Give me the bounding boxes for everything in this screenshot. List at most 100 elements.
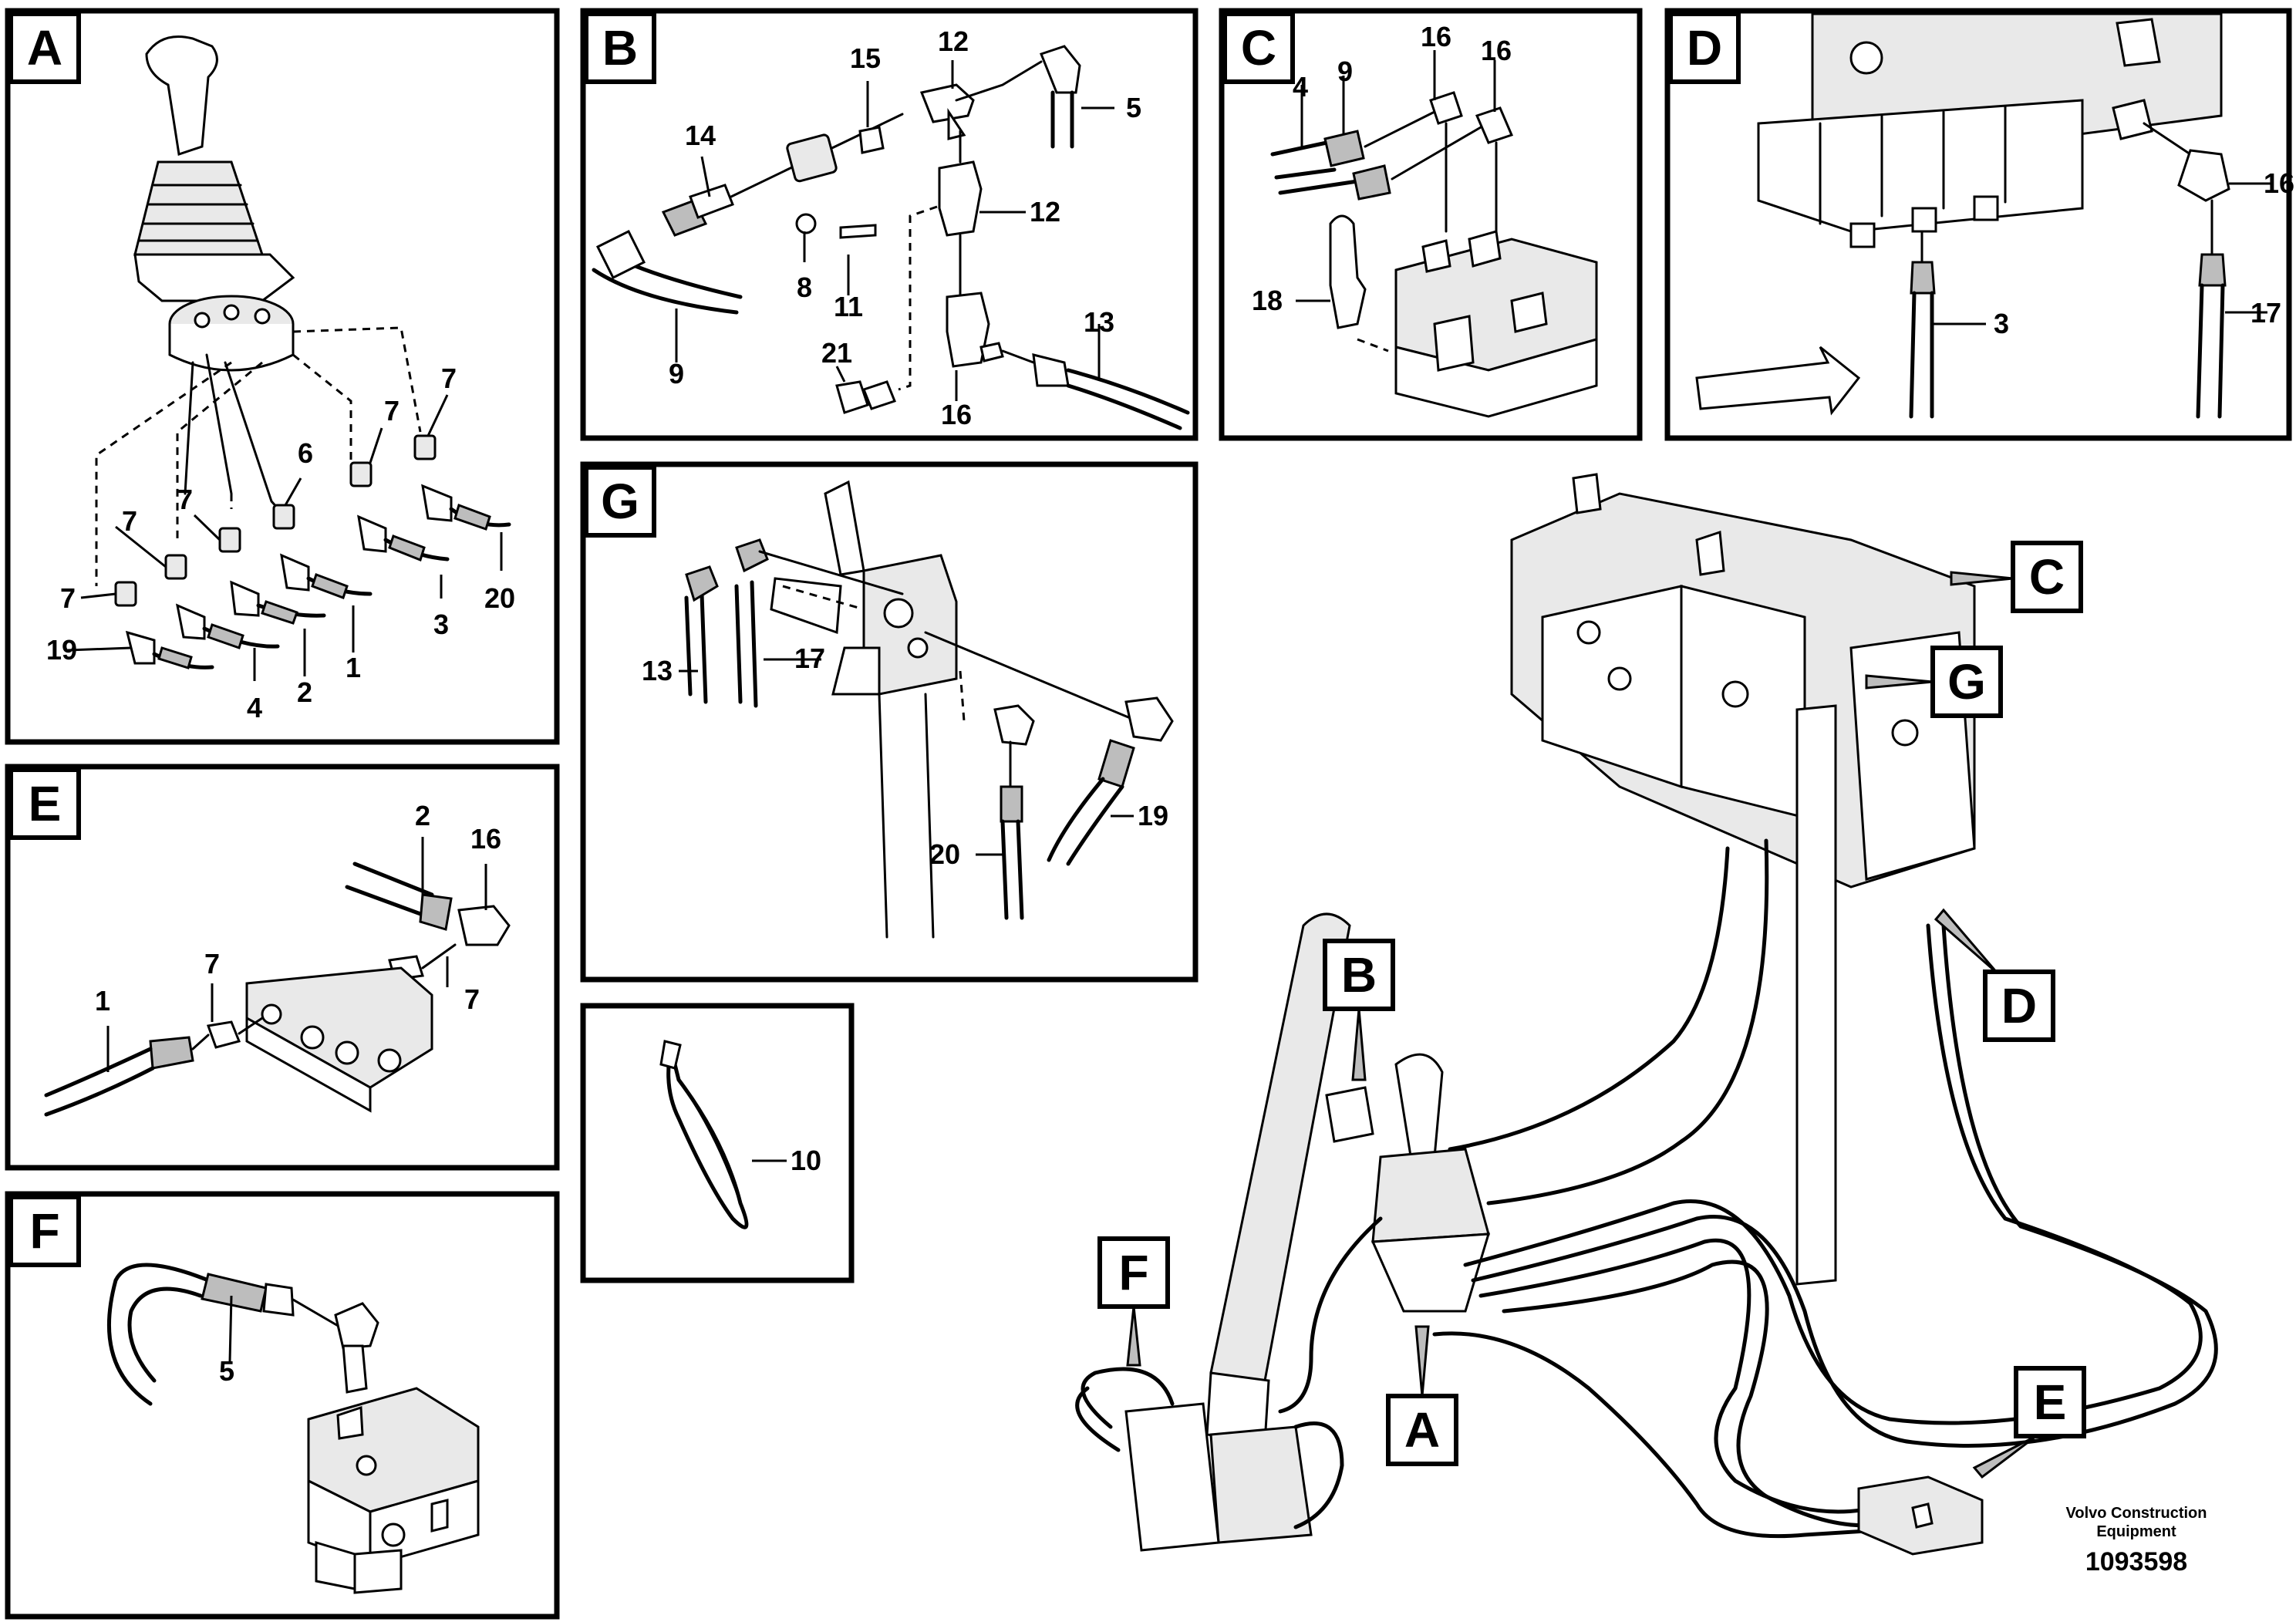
dash-line — [95, 361, 232, 586]
callout-11: 11 — [834, 291, 863, 322]
valve-bank-d — [1695, 12, 2230, 419]
manifold-e — [44, 862, 511, 1117]
panel-a-tag — [8, 12, 81, 84]
overview-tag-d — [1983, 969, 2055, 1042]
callout-7: 7 — [441, 363, 457, 394]
overview-tag-f-label: F — [1118, 1245, 1148, 1300]
callout-4: 4 — [247, 692, 262, 723]
overview-tag-c-label: C — [2029, 549, 2065, 605]
callout-7: 7 — [60, 582, 76, 614]
arrow-icon — [1414, 1325, 1430, 1397]
panel-f-tag — [8, 1195, 81, 1267]
arrow-icon — [1934, 908, 1999, 975]
dash-line — [292, 353, 352, 463]
panel-f: F 5 — [5, 1191, 560, 1620]
panel-d-frame — [1664, 8, 2292, 441]
overview-tags: C G D B A F E — [1097, 541, 2086, 1479]
panel-e-tag-label: E — [29, 776, 62, 831]
callout-20: 20 — [484, 582, 515, 614]
callout-5: 5 — [1126, 92, 1141, 123]
panel-g: G 13 17 19 20 — [580, 461, 1199, 983]
callout-17: 17 — [794, 642, 825, 674]
panel-c-tag-label: C — [1241, 20, 1276, 76]
steering-unit-f — [106, 1263, 480, 1594]
callout-4: 4 — [1293, 71, 1308, 103]
cable-tie-illustration — [659, 1040, 749, 1229]
panel-c: C 4 9 16 16 18 — [1219, 8, 1643, 441]
callout-13: 13 — [1084, 306, 1114, 338]
callout-1: 1 — [346, 652, 361, 683]
bracket-g — [684, 480, 1174, 939]
callout-5: 5 — [219, 1355, 234, 1387]
joystick-illustration — [133, 35, 295, 503]
overview-tag-e — [2014, 1366, 2086, 1438]
panel-e-frame — [5, 764, 560, 1171]
leader-lines — [106, 837, 487, 1072]
panel-a: A — [5, 8, 560, 745]
fittings-b — [592, 45, 1190, 430]
arrow-icon — [1950, 571, 2014, 586]
callout-8: 8 — [797, 271, 812, 303]
leader-lines — [228, 1295, 233, 1362]
panel-g-tag — [584, 465, 656, 538]
callout-16: 16 — [470, 823, 501, 855]
callout-7: 7 — [464, 983, 480, 1015]
callout-16: 16 — [1421, 21, 1451, 52]
leader-lines — [679, 658, 1134, 856]
panel-b-tag-label: B — [602, 20, 638, 76]
callout-19: 19 — [1138, 800, 1168, 831]
overview-tag-g — [1930, 646, 2003, 718]
overview-tag-a-label: A — [1404, 1402, 1440, 1458]
callout-7: 7 — [122, 505, 137, 537]
valve-block-c — [1270, 91, 1598, 418]
callout-2: 2 — [415, 800, 430, 831]
callout-9: 9 — [669, 358, 684, 389]
arrow-icon — [1351, 1008, 1367, 1081]
panel-g-tag-label: G — [601, 474, 639, 529]
callout-16: 16 — [2264, 167, 2294, 199]
leader-lines — [67, 394, 503, 681]
callout-6: 6 — [298, 437, 313, 469]
panel-d: D 16 3 17 — [1664, 8, 2294, 441]
credit-line-1: Volvo Construction — [2066, 1505, 2207, 1522]
callout-17: 17 — [2250, 297, 2281, 329]
fittings-a — [114, 434, 511, 669]
callout-21: 21 — [821, 337, 852, 369]
callout-20: 20 — [929, 838, 960, 870]
callout-7: 7 — [384, 395, 400, 427]
panel-c-tag — [1222, 12, 1295, 84]
callout-14: 14 — [685, 120, 716, 151]
dash-line — [292, 326, 422, 433]
panel-d-tag-label: D — [1687, 20, 1722, 76]
callout-7: 7 — [177, 484, 193, 515]
callout-19: 19 — [46, 634, 77, 666]
document-number: 1093598 — [2085, 1547, 2187, 1576]
overview-tag-g-label: G — [1947, 654, 1986, 710]
arrow-icon — [1865, 674, 1934, 690]
arrow-icon — [1972, 1435, 2037, 1479]
callout-9: 9 — [1337, 56, 1353, 87]
callout-13: 13 — [642, 655, 673, 686]
panel-f-tag-label: F — [29, 1203, 59, 1259]
callout-15: 15 — [850, 42, 881, 74]
overview-tag-d-label: D — [2001, 978, 2037, 1034]
callout-10: 10 — [791, 1145, 821, 1176]
panel-e-tag — [8, 767, 81, 840]
overview-tag-c — [2011, 541, 2083, 613]
arrow-icon — [1126, 1306, 1141, 1367]
callout-16: 16 — [1481, 35, 1512, 66]
overview-assembly — [1075, 473, 2218, 1556]
leader-lines — [1296, 50, 1496, 302]
panel-b-tag — [584, 12, 656, 84]
panel-a-tag-label: A — [27, 20, 62, 76]
panel-c-frame — [1219, 8, 1643, 441]
leader-lines — [675, 60, 1114, 401]
callout-3: 3 — [1994, 308, 2009, 339]
panel-a-frame — [5, 8, 560, 745]
leader-lines — [1932, 182, 2271, 325]
footer-credit: Volvo Construction Equipment 1093598 — [2066, 1505, 2207, 1576]
panel-g-frame — [580, 461, 1199, 983]
callout-7: 7 — [204, 948, 220, 980]
overview-tag-e-label: E — [2034, 1374, 2067, 1430]
